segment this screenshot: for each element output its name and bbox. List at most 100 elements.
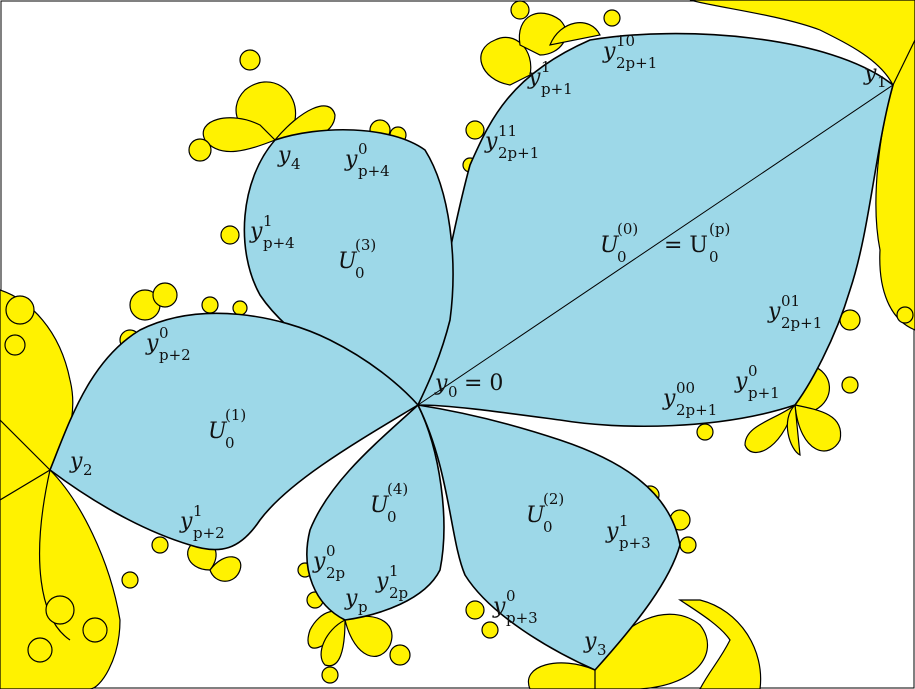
svg-text:2p: 2p [389,584,408,602]
svg-text:y: y [434,371,448,396]
svg-text:U: U [208,419,228,444]
svg-text:y: y [249,219,263,244]
svg-text:p+3: p+3 [619,534,651,552]
label-y4: y 4 [277,143,301,173]
svg-text:2: 2 [83,461,93,479]
svg-text:0: 0 [617,248,627,266]
label-y2: y 2 [69,449,93,479]
svg-text:1: 1 [263,212,273,230]
label-U0-2: U 0 (2) [526,490,564,536]
svg-text:2p: 2p [326,564,345,582]
svg-text:2p+1: 2p+1 [781,314,822,332]
svg-text:3: 3 [597,641,607,659]
label-yp1-1: y 1 p+1 [527,58,573,98]
svg-text:= 0: = 0 [464,371,503,396]
svg-text:(4): (4) [387,480,408,498]
svg-text:(0): (0) [617,220,638,238]
label-y3: y 3 [583,629,607,659]
svg-text:y: y [312,549,326,574]
label-yp4-1: y 1 p+4 [249,212,295,252]
label-y2p1-11: y 11 2p+1 [484,122,539,162]
svg-text:2p+1: 2p+1 [676,401,717,419]
svg-text:y: y [484,129,498,154]
basin-U0-1 [49,312,420,551]
svg-text:0: 0 [326,542,336,560]
svg-text:p+4: p+4 [263,234,295,252]
svg-text:y: y [145,331,159,356]
label-y2p-1: y 1 2p [375,562,408,602]
basin-U0-4 [306,403,445,621]
svg-text:1: 1 [193,502,203,520]
label-y2p1-01: y 01 2p+1 [767,292,822,332]
svg-text:y: y [344,586,358,611]
svg-text:(2): (2) [543,490,564,508]
label-y2p1-10: y 10 2p+1 [602,32,657,72]
svg-text:0: 0 [448,383,458,401]
label-y0: y 0 = 0 [434,371,503,401]
label-y2p1-00: y 00 2p+1 [662,379,717,419]
svg-text:p+1: p+1 [748,384,780,402]
svg-text:(p): (p) [709,220,730,238]
label-U0-0: U 0 (0) = U 0 (p) [600,220,730,266]
svg-text:0: 0 [358,140,368,158]
svg-text:2p+1: 2p+1 [498,144,539,162]
basins [49,32,894,671]
svg-text:U: U [600,233,620,258]
svg-text:0: 0 [709,248,719,266]
svg-text:y: y [662,386,676,411]
svg-text:U: U [338,249,358,274]
svg-text:0: 0 [225,434,235,452]
svg-text:(1): (1) [225,406,246,424]
svg-text:p: p [358,598,368,616]
svg-text:4: 4 [291,155,301,173]
svg-text:p+2: p+2 [193,524,225,542]
label-yp2-1: y 1 p+2 [179,502,225,542]
basin-U0-2 [416,403,681,671]
label-yp: y p [344,586,368,616]
svg-text:(3): (3) [355,236,376,254]
svg-text:1: 1 [541,58,551,76]
svg-text:01: 01 [781,292,800,310]
svg-text:y: y [69,449,83,474]
svg-text:y: y [602,39,616,64]
label-yp2-0: y 0 p+2 [145,324,191,364]
svg-text:0: 0 [387,508,397,526]
svg-text:00: 00 [676,379,695,397]
label-yp1-0: y 0 p+1 [734,362,780,402]
svg-text:0: 0 [748,362,758,380]
svg-text:= U: = U [664,233,708,258]
svg-text:2p+1: 2p+1 [616,54,657,72]
label-yp4-0: y 0 p+4 [344,140,390,180]
svg-text:p+1: p+1 [541,80,573,98]
svg-text:0: 0 [543,518,553,536]
basin-boundaries [417,84,894,406]
svg-text:1: 1 [389,562,399,580]
svg-text:y: y [344,147,358,172]
svg-text:0: 0 [159,324,169,342]
svg-text:p+3: p+3 [506,609,538,627]
svg-text:U: U [526,503,546,528]
label-yp3-0: y 0 p+3 [492,587,538,627]
svg-text:11: 11 [498,122,517,140]
svg-text:0: 0 [355,264,365,282]
label-U0-4: U 0 (4) [370,480,408,526]
svg-text:y: y [375,569,389,594]
svg-text:y: y [863,61,877,86]
svg-text:1: 1 [619,512,629,530]
svg-text:10: 10 [616,32,635,50]
label-y1: y 1 [863,61,887,91]
svg-text:p+4: p+4 [358,162,390,180]
svg-text:y: y [605,519,619,544]
label-yp3-1: y 1 p+3 [605,512,651,552]
basin-U0-0 [417,32,894,428]
svg-text:y: y [583,629,597,654]
svg-text:y: y [527,65,541,90]
label-U0-1: U 0 (1) [208,406,246,452]
svg-text:y: y [492,594,506,619]
svg-text:y: y [179,509,193,534]
svg-text:y: y [734,369,748,394]
svg-text:U: U [370,493,390,518]
